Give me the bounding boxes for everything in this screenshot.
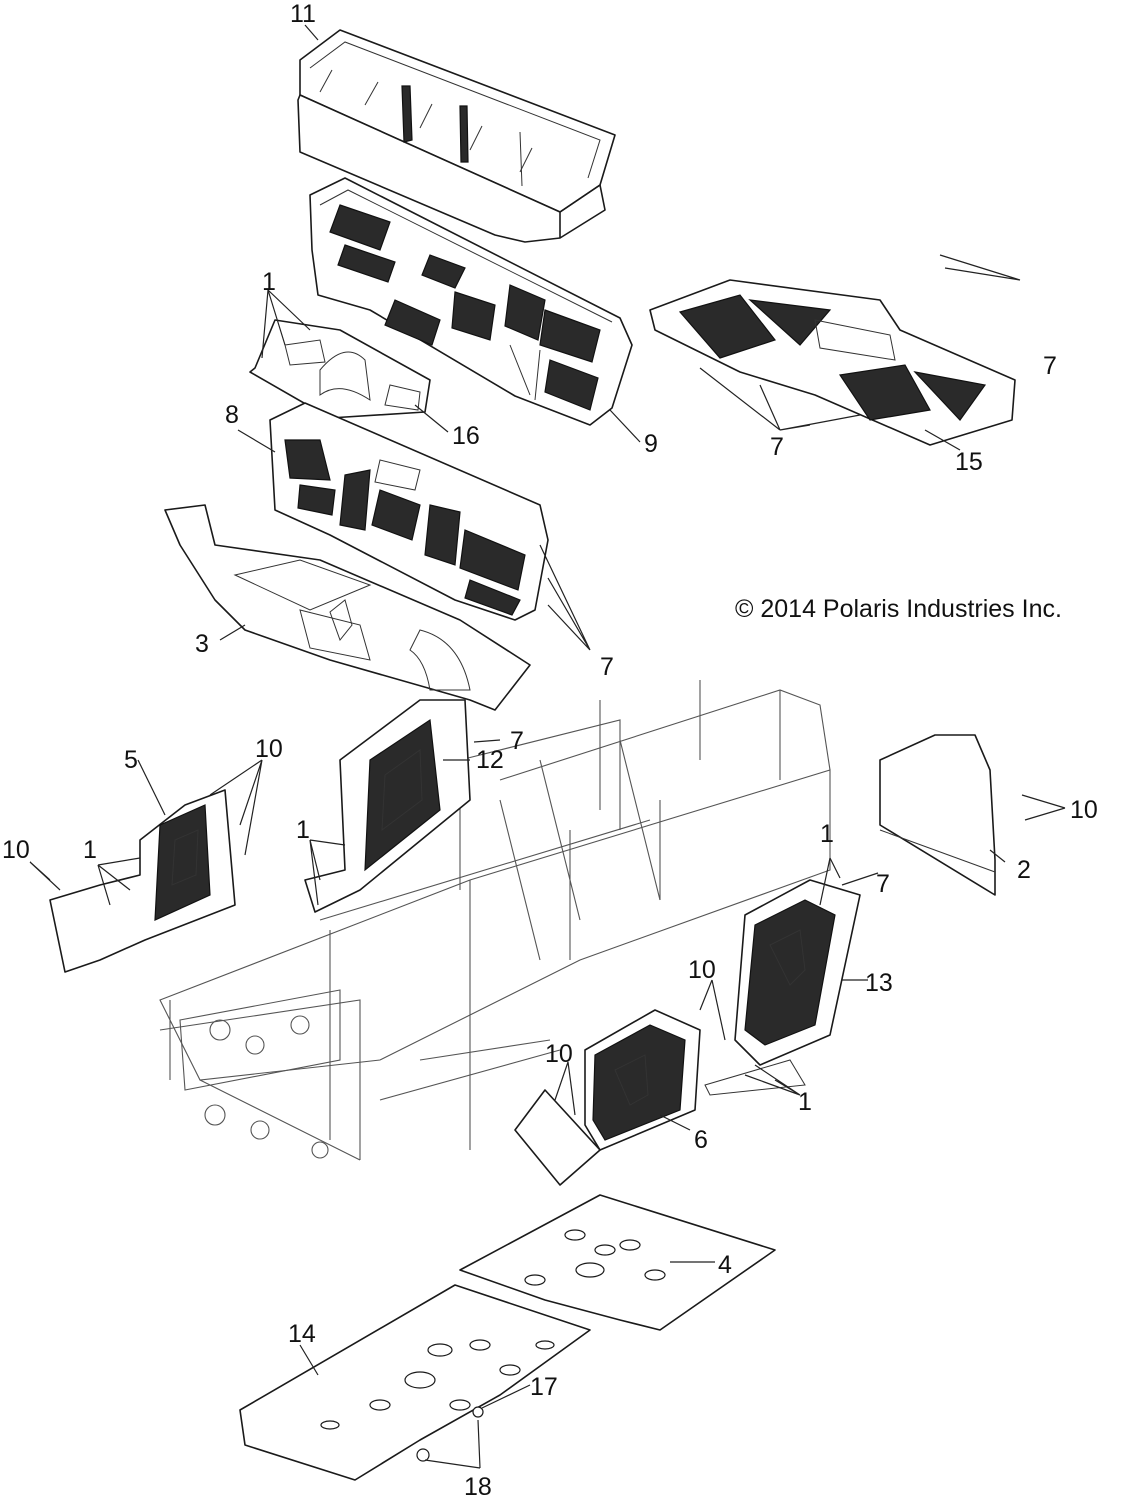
callout-10: 10 [688, 956, 716, 984]
callout-10: 10 [1070, 796, 1098, 824]
chassis-frame [159, 680, 831, 1161]
part-16-tray [249, 319, 431, 419]
part-6-door [514, 1009, 701, 1186]
callout-11: 11 [290, 0, 316, 28]
part-9-dash-panel [309, 177, 633, 426]
callout-1: 1 [83, 836, 97, 864]
callout-2: 2 [1017, 856, 1031, 884]
callout-10: 10 [255, 735, 283, 763]
part-15-floor-pan [649, 279, 1016, 446]
callout-18: 18 [464, 1473, 492, 1500]
callout-6: 6 [694, 1126, 708, 1154]
part-14-skid-plate [239, 1284, 591, 1481]
callout-9: 9 [644, 430, 658, 458]
callout-7: 7 [510, 727, 524, 755]
callout-17: 17 [530, 1373, 558, 1401]
callout-7: 7 [1043, 352, 1057, 380]
callout-10: 10 [545, 1040, 573, 1068]
callout-1: 1 [820, 820, 834, 848]
callout-15: 15 [955, 448, 983, 476]
part-8-firewall-panel [269, 402, 549, 621]
callout-14: 14 [288, 1320, 316, 1348]
callout-3: 3 [195, 630, 209, 658]
callouts: 11 1 16 9 7 7 15 8 3 7 7 10 5 12 1 10 1 … [2, 0, 1098, 1500]
callout-7: 7 [770, 433, 784, 461]
callout-7: 7 [876, 870, 890, 898]
callout-1: 1 [262, 268, 276, 296]
part-11-storage-bin [297, 29, 616, 243]
leader-lines [29, 24, 1066, 1469]
callout-1: 1 [296, 816, 310, 844]
callout-12: 12 [476, 746, 504, 774]
callout-8: 8 [225, 401, 239, 429]
callout-10: 10 [2, 836, 30, 864]
callout-1: 1 [798, 1088, 812, 1116]
part-12-side-panel [304, 699, 471, 913]
callout-5: 5 [124, 746, 138, 774]
part-3-floor-console [164, 504, 531, 711]
part-4-skid-plate [459, 1194, 776, 1331]
part-5-side-panel [49, 789, 236, 973]
callout-13: 13 [865, 969, 893, 997]
callout-16: 16 [452, 422, 480, 450]
part-2-flap [879, 734, 996, 896]
callout-7: 7 [600, 653, 614, 681]
copyright-notice: © 2014 Polaris Industries Inc. [735, 595, 1062, 623]
part-13-door [704, 879, 861, 1096]
callout-4: 4 [718, 1251, 732, 1279]
